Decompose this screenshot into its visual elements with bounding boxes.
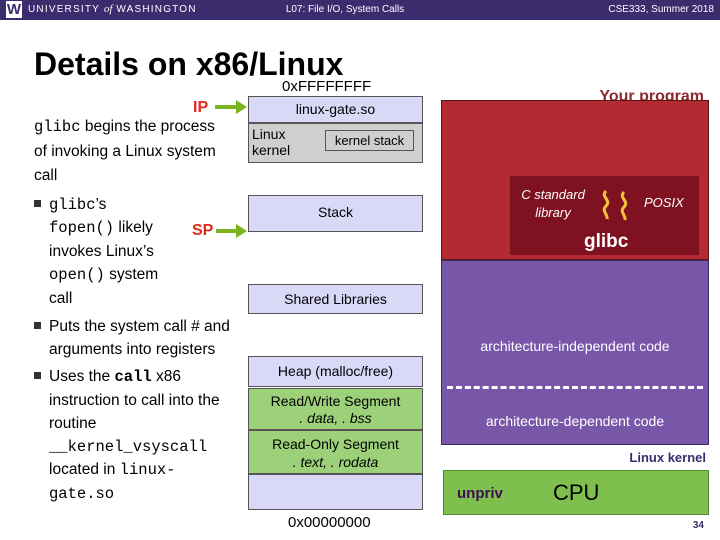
bullet-3-line-2: instruction to call into the: [49, 392, 220, 409]
shared-libs-segment: Shared Libraries: [248, 284, 423, 314]
top-address: 0xFFFFFFFF: [282, 78, 372, 95]
linux-gate-segment: linux-gate.so: [248, 96, 423, 123]
bullet-1-line-5: call: [49, 290, 73, 307]
rw-label: Read/Write Segment. data, . bss: [270, 393, 401, 426]
header-bar: W UNIVERSITY of WASHINGTON L07: File I/O…: [0, 0, 720, 20]
cpu-box: [443, 470, 709, 515]
bullet-3-line-5: located in linux-: [49, 461, 176, 479]
linux-kernel-label: Linux kernel: [629, 450, 706, 465]
bullet-icon: [34, 322, 41, 329]
sp-label: SP: [192, 222, 214, 239]
kernel-stack-box: kernel stack: [325, 130, 414, 151]
intro-line-2: of invoking a Linux system: [34, 143, 216, 160]
heap-label: Heap (malloc/free): [277, 363, 394, 379]
squiggle-arrow-icon: [602, 189, 628, 221]
course-label: CSE333, Summer 2018: [608, 4, 714, 15]
kernel-box: [441, 260, 709, 445]
rw-segment: Read/Write Segment. data, . bss: [248, 388, 423, 430]
slide-title: Details on x86/Linux: [34, 46, 344, 82]
bullet-1-line-1: glibc’s: [34, 196, 106, 214]
bullet-3-line-1: Uses the call x86: [34, 368, 181, 386]
cpu-label: CPU: [553, 480, 600, 505]
stack-segment: Stack: [248, 195, 423, 232]
lecture-title: L07: File I/O, System Calls: [285, 4, 405, 15]
bullet-3-line-6: gate.so: [49, 485, 115, 503]
ip-arrow: [215, 105, 237, 109]
sp-arrow: [216, 229, 237, 233]
bullet-1-line-4: open() system: [49, 266, 159, 284]
bullet-1-line-3: invokes Linux’s: [49, 243, 154, 260]
bullet-3-line-4: __kernel_vsyscall: [49, 438, 208, 456]
heap-segment: Heap (malloc/free): [248, 356, 423, 387]
reserved-segment: [248, 474, 423, 510]
unpriv-label: unpriv: [457, 485, 503, 502]
university-name: UNIVERSITY of WASHINGTON: [28, 3, 197, 15]
bullet-3-line-3: routine: [49, 415, 97, 432]
ro-segment: Read-Only Segment. text, . rodata: [248, 430, 423, 474]
ro-label: Read-Only Segment. text, . rodata: [272, 436, 399, 470]
intro-line-1: glibc begins the process: [34, 118, 215, 136]
glibc-box: [510, 176, 699, 255]
ip-label: IP: [193, 99, 209, 116]
c-standard-library-label: C standard library: [521, 187, 585, 220]
bullet-1-line-2: fopen() likely: [49, 219, 153, 237]
uw-logo: W: [6, 1, 22, 18]
stack-label: Stack: [317, 204, 353, 220]
page-number: 34: [692, 520, 704, 531]
intro-line-3: call: [34, 167, 58, 184]
arch-independent-label: architecture-independent code: [480, 338, 670, 354]
shared-libs-label: Shared Libraries: [284, 291, 387, 307]
ip-arrowhead-icon: [236, 100, 247, 114]
bottom-address: 0x00000000: [288, 514, 371, 531]
sp-arrowhead-icon: [236, 224, 247, 238]
linux-gate-label: linux-gate.so: [295, 101, 376, 117]
bullet-icon: [34, 200, 41, 207]
glibc-label: glibc: [584, 231, 629, 252]
bullet-2-line-1: Puts the system call # and: [34, 318, 230, 336]
posix-label: POSIX: [644, 195, 684, 210]
bullet-2-line-2: arguments into registers: [49, 341, 216, 358]
arch-divider: [447, 386, 703, 389]
arch-dependent-label: architecture-dependent code: [485, 413, 665, 429]
bullet-icon: [34, 372, 41, 379]
